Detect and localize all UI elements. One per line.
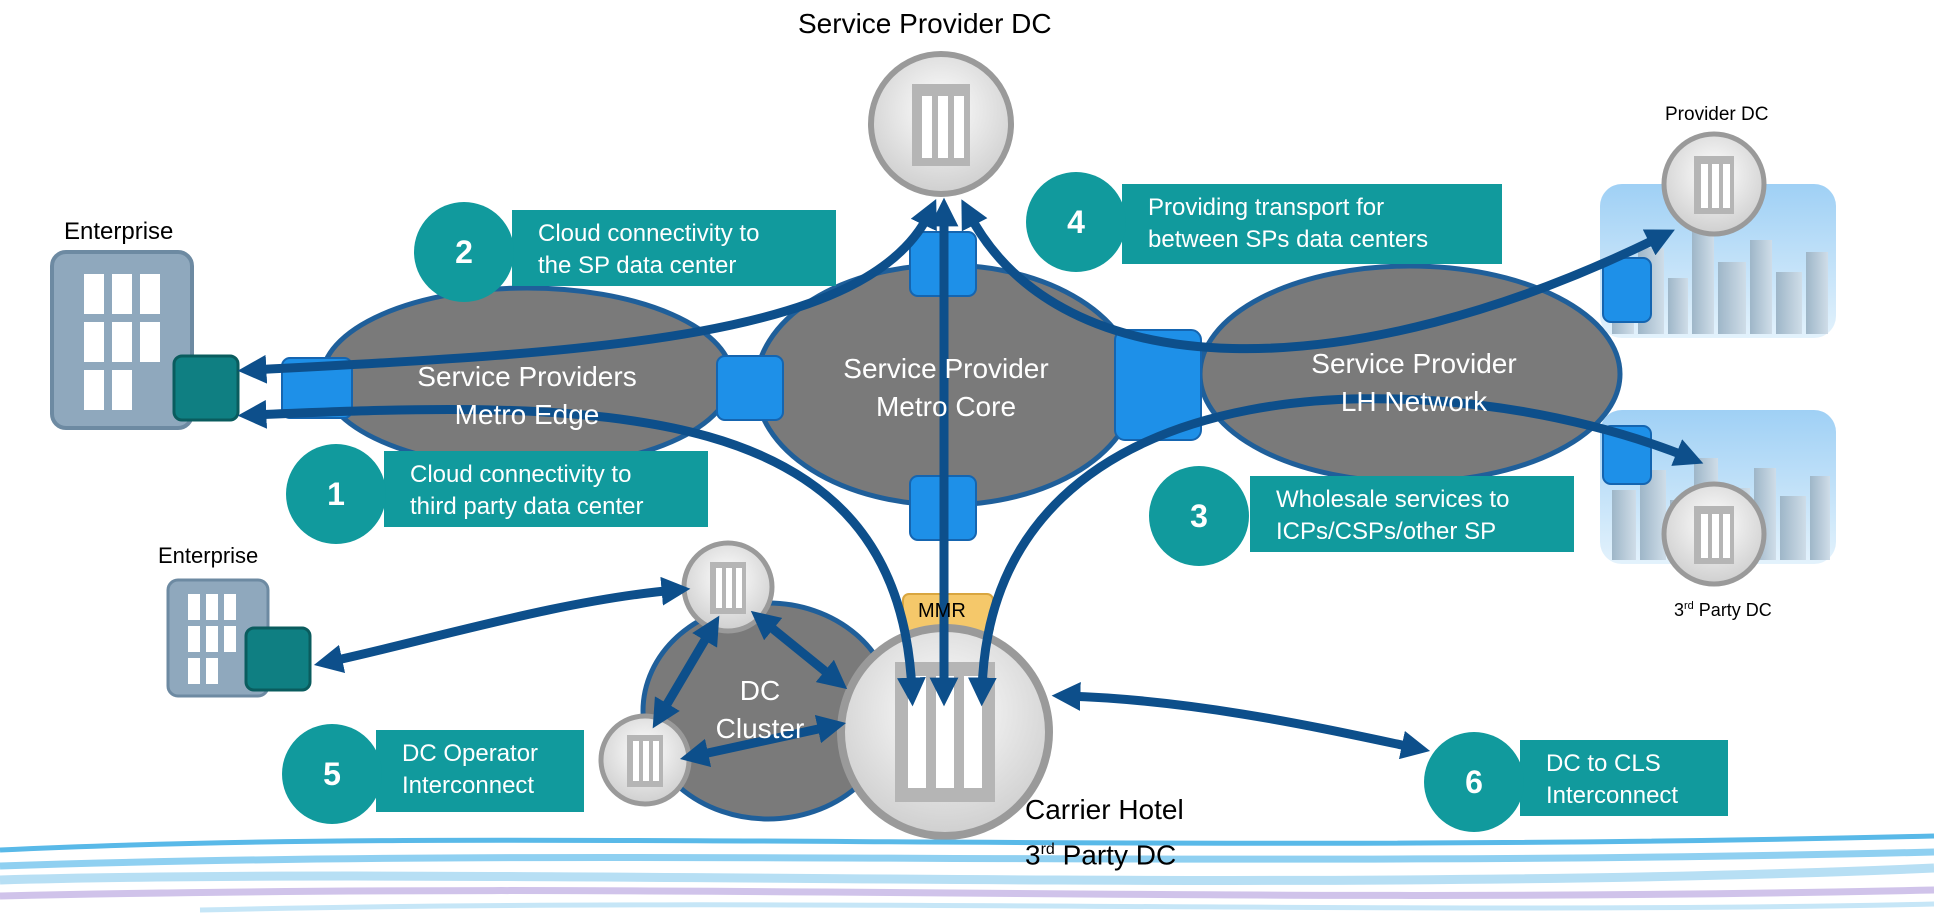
dc-icon-service-provider bbox=[868, 51, 1014, 197]
callout-box-1: Cloud connectivity to third party data c… bbox=[384, 451, 708, 527]
cloud-label-metro-core-line2: Metro Core bbox=[875, 391, 1017, 422]
label-provider-dc: Provider DC bbox=[1665, 104, 1769, 125]
arrow-flow-4 bbox=[961, 199, 1675, 354]
label-carrier-hotel: Carrier Hotel 3rd Party DC bbox=[1025, 790, 1184, 875]
cloud-label-metro-core-line1: Service Provider bbox=[843, 353, 1049, 384]
node-city-provider bbox=[1602, 257, 1652, 323]
label-third-party-dc-sup: rd bbox=[1684, 600, 1694, 612]
label-service-provider-dc: Service Provider DC bbox=[798, 8, 1052, 39]
callout-number-5: 5 bbox=[282, 724, 382, 824]
arrow-cluster-left-hotel bbox=[679, 714, 847, 768]
enterprise-building-bottom bbox=[166, 578, 312, 698]
callout-box-6: DC to CLS Interconnect bbox=[1520, 740, 1728, 816]
bottom-swoosh bbox=[0, 833, 1934, 913]
label-carrier-hotel-line2: 3rd Party DC bbox=[1025, 830, 1184, 875]
callout-number-3: 3 bbox=[1149, 466, 1249, 566]
label-enterprise-bottom: Enterprise bbox=[158, 543, 259, 568]
cloud-label-lh-network-line1: Service Provider bbox=[1311, 348, 1517, 379]
callout-box-2: Cloud connectivity to the SP data center bbox=[512, 210, 836, 286]
cloud-label-dc-cluster-line2: Cluster bbox=[715, 713, 805, 744]
label-third-party-dc-num: 3 bbox=[1674, 600, 1685, 620]
label-third-party-dc-rest: Party DC bbox=[1693, 600, 1772, 620]
cloud-label-dc-cluster: DC Cluster bbox=[700, 672, 820, 748]
callout-number-2: 2 bbox=[414, 202, 514, 302]
cloud-label-metro-edge: Service Providers Metro Edge bbox=[387, 358, 667, 434]
label-enterprise-top: Enterprise bbox=[64, 218, 174, 245]
node-edge-core bbox=[716, 355, 784, 421]
callout-box-3: Wholesale services to ICPs/CSPs/other SP bbox=[1250, 476, 1574, 552]
label-carrier-hotel-num: 3 bbox=[1025, 839, 1041, 871]
arrow-cluster-top-hotel bbox=[750, 610, 848, 690]
dc-icon-third-party bbox=[1661, 481, 1767, 587]
dc-icon-provider bbox=[1661, 131, 1767, 237]
label-mmr: MMR bbox=[918, 600, 966, 622]
cloud-label-lh-network: Service Provider LH Network bbox=[1284, 345, 1544, 421]
label-carrier-hotel-rest: Party DC bbox=[1054, 839, 1177, 871]
enterprise-building-top bbox=[50, 250, 240, 430]
callout-number-4: 4 bbox=[1026, 172, 1126, 272]
label-carrier-hotel-sup: rd bbox=[1040, 841, 1055, 858]
cloud-label-metro-edge-line2: Metro Edge bbox=[454, 399, 600, 430]
callout-box-5: DC Operator Interconnect bbox=[376, 730, 584, 812]
arrow-cluster-top-left bbox=[652, 615, 720, 729]
callout-number-6: 6 bbox=[1424, 732, 1524, 832]
arrow-flow-6 bbox=[1051, 682, 1431, 760]
callout-number-1: 1 bbox=[286, 444, 386, 544]
cloud-label-metro-edge-line1: Service Providers bbox=[417, 361, 637, 392]
cloud-label-dc-cluster-line1: DC bbox=[739, 675, 781, 706]
label-carrier-hotel-line1: Carrier Hotel bbox=[1025, 794, 1184, 825]
cloud-label-metro-core: Service Provider Metro Core bbox=[816, 350, 1076, 426]
arrow-flow-2 bbox=[237, 199, 937, 384]
flow-arrows bbox=[237, 197, 1704, 768]
label-third-party-dc: 3rd Party DC bbox=[1674, 600, 1772, 621]
arrow-flow-1 bbox=[237, 399, 926, 707]
callout-box-4: Providing transport for between SPs data… bbox=[1122, 184, 1502, 264]
arrow-enterprise-cluster bbox=[313, 576, 691, 674]
dc-icon-cluster-left bbox=[598, 713, 692, 807]
cloud-label-lh-network-line2: LH Network bbox=[1340, 386, 1488, 417]
arrow-flow-3 bbox=[967, 394, 1704, 707]
